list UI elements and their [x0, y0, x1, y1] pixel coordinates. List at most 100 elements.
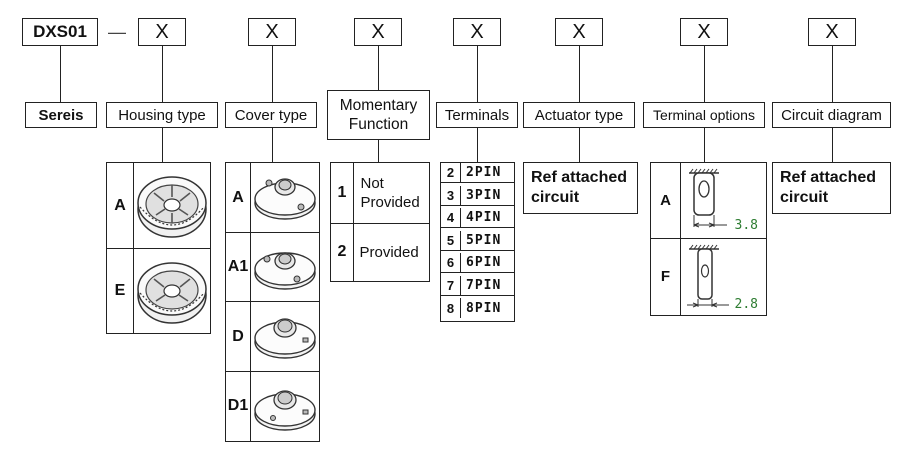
- connector-line: [378, 140, 379, 162]
- connector-line: [704, 46, 705, 102]
- dash-separator: —: [104, 18, 130, 46]
- terminal-option-drawing-cell: 3.8: [679, 162, 767, 239]
- terminal-f-dimension: 2.8: [735, 297, 758, 312]
- header-terminals: Terminals: [436, 102, 518, 128]
- connector-line: [378, 46, 379, 90]
- momentary-code-1: 1: [337, 184, 347, 201]
- cover-a-icon: [253, 178, 316, 220]
- connector-line: [579, 46, 580, 102]
- terminal-option-code-a: A: [660, 192, 671, 209]
- x-label: X: [697, 20, 711, 43]
- cover-code-cell: A1: [225, 231, 251, 303]
- connector-line: [579, 128, 580, 162]
- connector-line: [832, 128, 833, 162]
- terminal-options-table: A 3.8 F 2.8: [650, 162, 767, 316]
- dimension-a-value: 3.8: [734, 218, 758, 233]
- cover-code-a1: A1: [227, 258, 249, 275]
- housing-code-a: A: [114, 196, 126, 214]
- cover-code-cell: D: [225, 301, 251, 372]
- terminal-row: 2 2PIN: [441, 163, 514, 183]
- x-label: X: [470, 20, 484, 43]
- terminal-option-code-cell: A: [650, 162, 681, 239]
- x-box-momentary: X: [354, 18, 402, 46]
- circuit-ref-line1: Ref attached: [780, 169, 877, 186]
- header-cover-type-label: Cover type: [234, 106, 308, 124]
- housing-code-e: E: [114, 281, 126, 299]
- terminal-f-drawing-icon: [686, 244, 729, 307]
- cover-image-cell: [249, 301, 320, 372]
- cover-image-cell: [249, 162, 320, 233]
- momentary-label-cell: Not Provided: [352, 162, 430, 224]
- connector-line: [162, 128, 163, 162]
- connector-line: [162, 46, 163, 102]
- cover-code-cell: D1: [225, 370, 251, 442]
- terminal-label: 4PIN: [466, 210, 502, 225]
- x-label: X: [155, 20, 169, 43]
- terminal-num: 2: [441, 163, 461, 182]
- housing-a-icon: [136, 176, 207, 238]
- circuit-ref-line2: circuit: [780, 189, 829, 206]
- connector-line: [832, 46, 833, 102]
- housing-code-cell: E: [106, 247, 134, 334]
- terminal-num: 7: [441, 275, 461, 295]
- housing-e-icon: [136, 261, 207, 324]
- actuator-reference-box: Ref attached circuit: [523, 162, 638, 214]
- connector-line: [272, 128, 273, 162]
- x-label: X: [371, 20, 385, 43]
- header-terminal-options: Terminal options: [643, 102, 765, 128]
- header-momentary-line2: Function: [348, 116, 409, 133]
- actuator-ref-line1: Ref attached: [531, 169, 628, 186]
- housing-image-cell: [132, 247, 211, 334]
- cover-code-d1: D1: [227, 397, 249, 415]
- terminal-row: 7 7PIN: [441, 275, 514, 296]
- x-box-terminals: X: [453, 18, 501, 46]
- header-sereis: Sereis: [25, 102, 97, 128]
- terminal-a-drawing-icon: [688, 168, 727, 228]
- x-box-circuit: X: [808, 18, 856, 46]
- momentary-code-2: 2: [337, 243, 347, 261]
- momentary-provided-label: Provided: [360, 194, 420, 211]
- cover-type-table: A A1 D D1: [225, 162, 320, 442]
- circuit-reference-box: Ref attached circuit: [772, 162, 891, 214]
- housing-code-cell: A: [106, 162, 134, 249]
- x-box-housing: X: [138, 18, 186, 46]
- terminal-num: 8: [441, 298, 461, 318]
- dash-text: —: [108, 21, 126, 42]
- terminal-option-code-f: F: [660, 268, 671, 286]
- momentary-code-cell: 2: [330, 222, 354, 282]
- dimension-f-value: 2.8: [734, 296, 758, 312]
- header-cover-type: Cover type: [225, 102, 317, 128]
- cover-code-a: A: [232, 188, 244, 206]
- connector-line: [477, 128, 478, 162]
- terminal-option-code-cell: F: [650, 237, 681, 316]
- x-box-actuator: X: [555, 18, 603, 46]
- header-housing-type-label: Housing type: [118, 106, 206, 124]
- cover-d-icon: [253, 318, 316, 359]
- header-circuit-diagram: Circuit diagram: [772, 102, 891, 128]
- momentary-function-table: 1 Not Provided 2 Provided: [330, 162, 430, 282]
- header-terminal-options-label: Terminal options: [653, 107, 755, 123]
- terminal-num: 6: [441, 253, 461, 272]
- momentary-provided-option: Provided: [359, 243, 419, 261]
- header-sereis-label: Sereis: [38, 106, 84, 124]
- terminal-label: 7PIN: [466, 277, 502, 293]
- terminal-label: 2PIN: [466, 165, 502, 180]
- x-label: X: [825, 20, 839, 43]
- housing-image-cell: [132, 162, 211, 249]
- terminal-a-dimension: 3.8: [735, 218, 758, 233]
- header-terminals-label: Terminals: [444, 106, 510, 124]
- connector-line: [704, 128, 705, 162]
- connector-line: [272, 46, 273, 102]
- cover-d1-icon: [253, 389, 316, 431]
- header-circuit-diagram-label: Circuit diagram: [781, 106, 882, 124]
- housing-type-table: A E: [106, 162, 211, 334]
- header-actuator-type-label: Actuator type: [534, 106, 624, 124]
- header-actuator-type: Actuator type: [523, 102, 635, 128]
- terminal-label: 3PIN: [466, 187, 502, 203]
